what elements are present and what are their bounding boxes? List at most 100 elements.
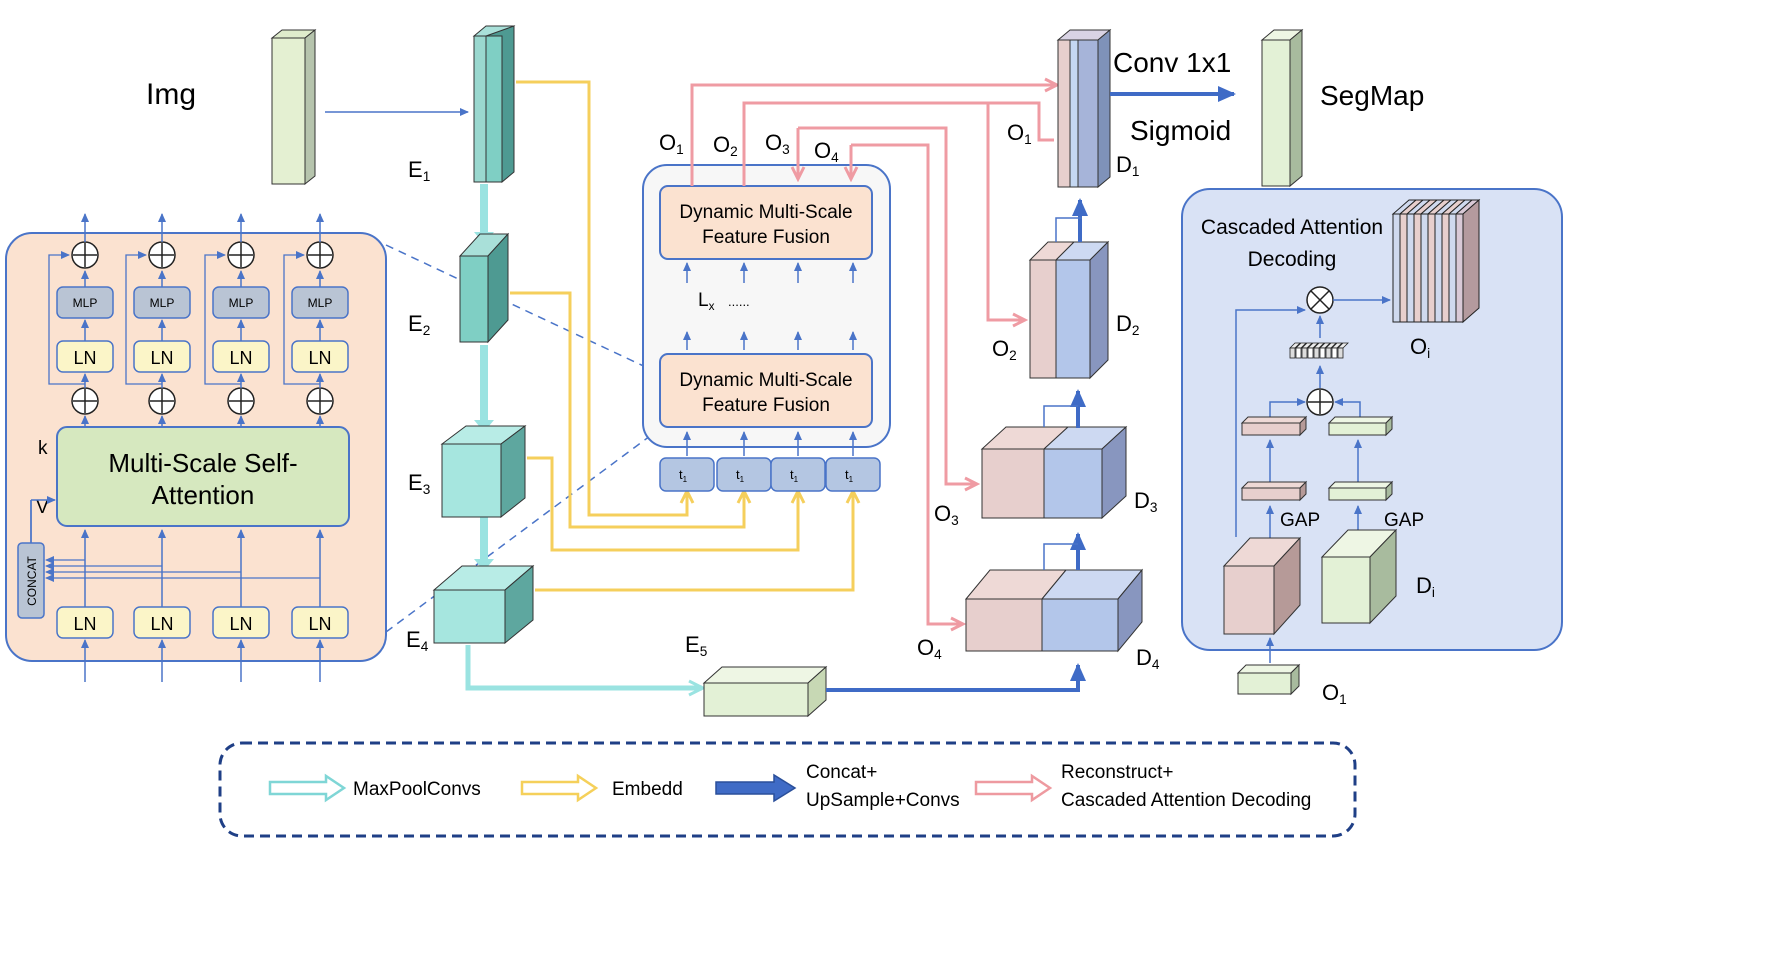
fusion-box-top [659,185,873,260]
legend-maxpool: MaxPoolConvs [268,773,481,803]
token-box: t1 [825,457,881,492]
msa-column: LN LN MLP [45,213,349,682]
legend-embedd-arrow [520,773,599,803]
o4-right-label: O4 [917,635,942,662]
legend-reconstruct-label1: Reconstruct+ [1061,762,1173,783]
zoom-line-top [385,244,653,371]
e3-label: E3 [408,470,430,497]
legend-concat-label2: UpSample+Convs [806,790,960,811]
e2-block [458,232,510,344]
green-to-add-arrow [1334,398,1361,420]
attention-weight-cell [1331,342,1343,359]
e4-label: E4 [406,627,429,654]
legend-reconstruct: Reconstruct+ Cascaded Attention Decoding [974,762,1311,811]
skip-to-mult-arrow [1235,306,1306,537]
mlp-label: MLP [150,296,175,310]
embed-lines [510,80,853,592]
residual-loop [283,251,320,385]
ln-label-bottom: LN [308,614,331,634]
legend-maxpool-arrow [268,773,347,803]
o1-small-block [1236,663,1301,696]
attention-weight-cell [1313,342,1325,359]
ln-label-upper: LN [308,348,331,368]
o4-top-label: O4 [814,138,839,165]
d3-label: D3 [1134,488,1157,515]
mlp-label: MLP [229,296,254,310]
residual-loop [48,251,85,385]
oi-stack [1391,198,1481,324]
attention-weight-cell [1289,342,1301,359]
d3-block [980,425,1128,520]
fusion-arrows [683,262,857,456]
token-box: t1 [716,457,772,492]
residual-loop [125,251,162,385]
ln-label-bottom: LN [229,614,252,634]
e1-block [472,25,516,183]
d4-block [964,568,1144,653]
o2-right-label: O2 [992,336,1017,363]
d2-block [1028,240,1110,380]
residual-loop [204,251,241,385]
attention-weights [1289,342,1349,359]
token-label: t1 [679,467,688,484]
reconstruct-lines [690,85,1056,624]
gap-label-left: GAP [1280,510,1320,531]
e3-block [440,425,527,519]
e4-block [432,564,535,645]
segmap-slab [1260,28,1304,188]
o1-small-label: O1 [1322,680,1347,707]
fusion-top-line1: Dynamic Multi-Scale [679,202,852,223]
v-label: V [36,497,49,518]
green-feature-upper [1327,415,1394,437]
upsample-arrows [826,86,1236,692]
legend-embedd-label: Embedd [612,779,683,800]
lx-label: Lx [698,290,715,313]
fusion-top-line2: Feature Fusion [702,227,830,248]
d2-label: D2 [1116,311,1139,338]
d1-block [1056,28,1112,189]
o3-right-label: O3 [934,501,959,528]
add-icon [71,387,99,415]
token-label: t1 [736,467,745,484]
add-icon [71,241,99,269]
attention-weight-cell [1325,342,1337,359]
oi-side [1462,198,1480,324]
e5-block [702,665,828,718]
legend-concat-label1: Concat+ [806,762,877,783]
lx-dots: ...... [728,294,750,309]
legend-reconstruct-label2: Cascaded Attention Decoding [1061,790,1311,811]
token-box: t1 [770,457,826,492]
pink-feature-upper [1240,415,1308,437]
legend-concat: Concat+ UpSample+Convs [715,762,960,811]
add-icon [306,241,334,269]
concat-label: CONCAT [25,555,39,605]
segmap-label: SegMap [1320,80,1424,111]
token-label: t1 [790,467,799,484]
green-cube-di [1320,528,1398,625]
attention-weight-cell [1337,342,1349,359]
k-label: k [38,438,48,459]
fusion-bottom-line1: Dynamic Multi-Scale [679,370,852,391]
mlp-label: MLP [73,296,98,310]
legend-reconstruct-arrow [974,773,1053,803]
img-label: Img [146,78,196,111]
add-icon [148,241,176,269]
mlp-label: MLP [308,296,333,310]
add-icon [148,387,176,415]
add-icon [1306,388,1334,416]
cad-title-line1: Cascaded Attention [1201,216,1383,239]
legend-maxpool-label: MaxPoolConvs [353,779,481,800]
d4-label: D4 [1136,645,1160,672]
multiply-icon [1306,286,1334,314]
legend-concat-arrow [715,773,797,803]
pink-feature-gap [1240,480,1308,502]
msa-box [56,426,350,527]
skip-brackets [1043,217,1082,570]
token-label: t1 [845,467,854,484]
oi-label: Oi [1410,334,1430,361]
green-feature-gap [1327,480,1394,502]
